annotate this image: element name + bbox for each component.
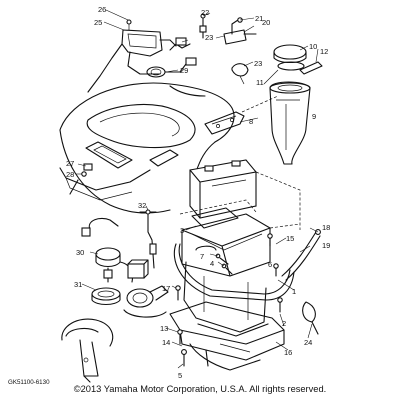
callout-29: 29 [180,66,188,75]
pad [191,207,239,229]
callout-22: 22 [201,8,209,17]
callout-32: 32 [138,201,146,210]
callout-14: 14 [162,338,170,347]
hull-deck [59,82,235,214]
callout-15: 15 [286,234,294,243]
filler-tube-assembly [269,44,323,165]
callout-5: 5 [178,371,182,380]
hull-fittings [81,163,93,177]
copyright-notice: ©2013 Yamaha Motor Corporation, U.S.A. A… [73,384,327,394]
callout-21: 21 [255,14,263,23]
callout-23a: 23 [205,33,213,42]
callout-2: 2 [282,319,286,328]
callout-10: 10 [309,42,317,51]
callout-25: 25 [94,18,102,27]
callout-19: 19 [322,241,330,250]
callout-17: 17 [162,284,170,293]
callout-labels: 26 25 22 21 20 23 23 29 10 12 11 9 8 27 … [66,5,330,380]
fuse-box-assembly [87,19,197,93]
callout-3: 3 [180,226,184,235]
callout-leaders [76,9,319,369]
mount-base [169,301,285,371]
clip [302,301,319,335]
diagram-code: GK51100-6130 [8,379,50,386]
callout-1: 1 [292,287,296,296]
callout-16: 16 [284,348,292,357]
battery-bracket [204,111,245,135]
callout-18: 18 [322,223,330,232]
battery [189,159,257,219]
callout-6: 6 [268,260,272,269]
callout-7: 7 [200,252,204,261]
callout-26: 26 [98,5,106,14]
callout-30: 30 [76,248,84,257]
callout-13: 13 [160,324,168,333]
callout-9: 9 [312,112,316,121]
callout-27: 27 [66,159,74,168]
callout-4: 4 [210,259,214,268]
callout-23b: 23 [254,59,262,68]
left-components [61,209,169,383]
callout-20: 20 [262,18,270,27]
callout-31: 31 [74,280,82,289]
callout-8: 8 [249,117,253,126]
callout-24: 24 [304,338,312,347]
vent-hose [281,229,321,281]
callout-11: 11 [256,78,264,87]
top-connectors [199,13,257,85]
callout-28: 28 [66,170,74,179]
callout-12: 12 [320,47,328,56]
dashed-leaders [241,95,301,230]
